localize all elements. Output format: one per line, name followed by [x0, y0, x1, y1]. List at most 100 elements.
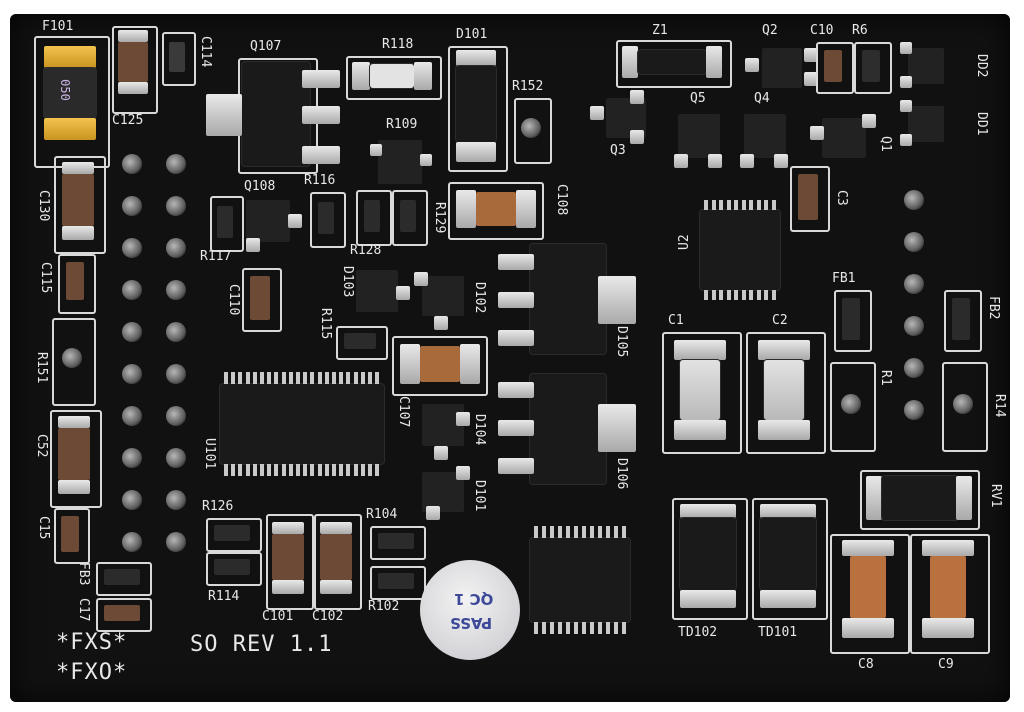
c17-outline — [96, 598, 152, 632]
u101-pin — [224, 464, 228, 476]
c114-body — [169, 42, 185, 72]
ssop-pin — [622, 526, 626, 538]
fuse-pad-bottom — [44, 118, 96, 140]
c115-outline — [58, 254, 96, 314]
c3-outline — [790, 166, 830, 232]
q3-pin3 — [630, 130, 644, 144]
c1-pad1 — [674, 340, 726, 360]
d101b-pin2 — [426, 506, 440, 520]
c10-outline — [816, 42, 854, 94]
c52-pad2 — [58, 480, 90, 494]
u101-pin — [288, 372, 293, 384]
u2-body — [700, 210, 780, 290]
td101-pad2 — [760, 590, 816, 608]
header-via — [166, 322, 186, 342]
label-z1: Z1 — [652, 23, 668, 38]
label-r128: R128 — [350, 243, 382, 258]
fb2-body — [952, 298, 970, 340]
label-c2: C2 — [772, 313, 788, 328]
r1-outline — [830, 362, 876, 452]
u2-pin — [749, 290, 753, 300]
u2-pin — [771, 290, 776, 300]
c8-outline — [830, 534, 910, 654]
u101-pin — [252, 372, 257, 384]
c115-body — [66, 262, 84, 300]
label-d103: D103 — [340, 266, 355, 298]
u101-pin — [368, 464, 372, 476]
u101-pin — [238, 372, 243, 384]
label-dd1: DD1 — [974, 112, 989, 136]
u101-pin — [260, 464, 264, 476]
c108-pad1 — [456, 190, 476, 228]
header-via — [122, 532, 142, 552]
z1-outline — [616, 40, 732, 88]
c130-body — [62, 174, 94, 226]
label-r115: R115 — [318, 308, 333, 340]
label-r151: R151 — [34, 352, 49, 384]
header-via — [904, 400, 924, 420]
c2-outline — [746, 332, 826, 454]
d106-tab — [598, 404, 636, 452]
ssop-pin — [534, 526, 538, 538]
c108-outline — [448, 182, 544, 240]
c125-pad2 — [118, 82, 148, 94]
label-d106: D106 — [614, 458, 629, 490]
label-d101b: D101 — [472, 480, 487, 512]
label-td101: TD101 — [758, 625, 798, 640]
d106-body — [530, 374, 606, 484]
label-c17: C17 — [76, 598, 91, 622]
u101-pin — [346, 372, 351, 384]
c110-outline — [242, 268, 282, 332]
td102-body — [680, 518, 736, 590]
d106-pin1 — [498, 382, 534, 398]
label-r118: R118 — [382, 37, 414, 52]
label-c108: C108 — [554, 184, 569, 216]
rv1-body — [882, 476, 958, 520]
header-via — [166, 238, 186, 258]
u2-pin — [711, 290, 716, 300]
ssop-pin — [574, 622, 578, 634]
r151-outline — [52, 318, 96, 406]
label-r14: R14 — [992, 394, 1007, 418]
label-r104: R104 — [366, 507, 398, 522]
r152-via — [521, 118, 541, 138]
label-c9: C9 — [938, 657, 954, 672]
r129a-body — [364, 200, 380, 232]
ssop-ic-body — [530, 538, 630, 622]
ssop-pin — [542, 526, 546, 538]
u101-pin — [353, 372, 358, 384]
r109-body — [378, 140, 422, 184]
header-via — [166, 364, 186, 384]
u101-pin — [281, 372, 286, 384]
c2-pad1 — [758, 340, 810, 360]
c102-pad2 — [320, 580, 352, 594]
td102-pad2 — [680, 590, 736, 608]
r118-pad2 — [414, 62, 432, 90]
label-fxs: *FXS* — [56, 630, 128, 655]
dd2-pin2 — [900, 76, 912, 88]
label-q5: Q5 — [690, 91, 706, 106]
ssop-pin — [566, 622, 570, 634]
u101-pin — [303, 464, 308, 476]
header-via — [122, 196, 142, 216]
label-c15: C15 — [36, 516, 51, 540]
ssop-pin — [614, 622, 618, 634]
ssop-pin — [542, 622, 546, 634]
c110-body — [250, 276, 270, 320]
c101-body — [272, 534, 304, 580]
u101-pin — [324, 372, 329, 384]
c8-body — [850, 556, 886, 618]
r126-body — [214, 525, 250, 541]
sticker-pass-text: PASS — [450, 614, 493, 632]
label-rv1: RV1 — [988, 484, 1003, 508]
label-d104: D104 — [472, 414, 487, 446]
q2-body — [762, 48, 802, 88]
c130-pad1 — [62, 162, 94, 174]
header-via — [166, 280, 186, 300]
d101-outline — [448, 46, 508, 172]
d101-body — [456, 66, 496, 142]
u2-pin — [726, 200, 731, 210]
u2-pin — [771, 200, 776, 210]
c107-body — [420, 346, 460, 382]
c52-body — [58, 428, 90, 480]
